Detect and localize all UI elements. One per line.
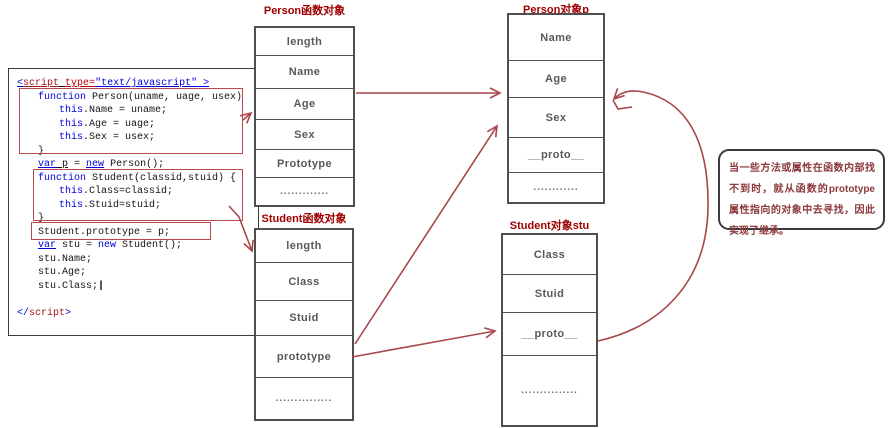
code-line: Student.prototype = p; xyxy=(17,226,256,240)
code-token: } xyxy=(38,213,45,224)
code-line: this.Name = uname; xyxy=(17,104,256,118)
code-line: function Person(uname, uage, usex) xyxy=(17,91,256,105)
arrow-stu-proto-to-person-p-curve xyxy=(597,88,709,342)
code-line: </script> xyxy=(17,307,256,321)
cell-length: length xyxy=(286,240,322,252)
box-title-student-object-stu: Student对象stu xyxy=(509,220,590,232)
code-token: stu.Name; xyxy=(38,253,93,265)
code-token: type= xyxy=(65,78,96,89)
cell-proto: __proto__ xyxy=(509,137,603,172)
cell-ellipsis: ............. xyxy=(256,177,353,205)
cell-class: Class xyxy=(533,248,566,261)
code-token: </ xyxy=(17,307,30,319)
code-line: var stu = new Student(); xyxy=(17,239,256,253)
code-line: stu.Class;| xyxy=(17,280,256,294)
code-line: this.Age = uage; xyxy=(17,118,256,132)
cell-age: Age xyxy=(256,88,353,119)
code-token: p xyxy=(56,159,69,170)
code-token: > xyxy=(65,307,72,319)
code-token: Student(); xyxy=(116,240,183,251)
code-token: function xyxy=(38,91,87,103)
code-line: stu.Age; xyxy=(17,266,256,280)
code-token: this xyxy=(59,105,84,116)
code-token: new xyxy=(86,159,105,170)
code-line: function Student(classid,stuid) { xyxy=(17,172,256,186)
code-token: this xyxy=(59,118,84,130)
code-token: var xyxy=(38,159,57,170)
code-token: "text/javascript" xyxy=(95,78,198,89)
code-line: this.Class=classid; xyxy=(17,185,256,199)
code-line: var p = new Person(); xyxy=(17,158,256,172)
code-line xyxy=(17,293,256,307)
code-line: this.Sex = usex; xyxy=(17,131,256,145)
code-token: = xyxy=(68,159,87,170)
code-token: Person(); xyxy=(104,159,165,170)
code-token: script xyxy=(29,307,66,319)
arrow-student-prototype-to-stu-proto xyxy=(351,327,497,358)
code-token: Student.prototype = p; xyxy=(38,226,171,238)
code-token: .Stuid=stuid; xyxy=(83,199,162,211)
cell-name: Name xyxy=(256,55,353,88)
javascript-code-block: <script type="text/javascript" >function… xyxy=(8,68,259,336)
code-token: < xyxy=(17,78,24,89)
arrow-stu-proto-curve-tail xyxy=(612,99,633,110)
cell-sex: Sex xyxy=(256,119,353,149)
cell-age: Age xyxy=(509,60,603,97)
code-token: Student(classid,stuid) { xyxy=(86,172,237,184)
cell-stuid: Stuid xyxy=(503,274,596,312)
code-token: function xyxy=(38,172,87,184)
cell-prototype: Prototype xyxy=(256,149,353,177)
code-token: this xyxy=(59,186,84,197)
cell-class: Class xyxy=(256,262,352,300)
cell-ellipsis: ............ xyxy=(509,172,603,202)
code-token: Person(uname, uage, usex) xyxy=(86,91,243,103)
code-token: stu = xyxy=(56,240,99,251)
code-token: } xyxy=(38,145,45,157)
code-token: script xyxy=(23,78,60,89)
code-token: this xyxy=(59,199,84,211)
code-token: .Name = uname; xyxy=(83,105,168,116)
code-token: stu.Age; xyxy=(38,267,87,278)
cell-sex: Sex xyxy=(509,97,603,137)
code-line: } xyxy=(17,212,256,226)
code-token: .Age = uage; xyxy=(83,118,156,130)
code-token: this xyxy=(59,132,84,143)
code-token: var xyxy=(38,240,57,251)
cell-ellipsis: ............... xyxy=(256,377,352,419)
cell-length: length xyxy=(286,35,323,48)
code-token: | xyxy=(98,280,105,292)
cell-stuid: Stuid xyxy=(256,300,352,335)
cell-name: Name xyxy=(540,31,572,44)
arrow-student-prototype-to-person-p xyxy=(354,124,498,345)
explanation-text: 当一些方法或属性在函数内部找不到时，就从函数的prototype属性指向的对象中… xyxy=(729,163,875,237)
cell-proto: __proto__ xyxy=(503,312,596,355)
cell-prototype: prototype xyxy=(256,335,352,377)
code-line: this.Stuid=stuid; xyxy=(17,199,256,213)
code-token: stu.Class; xyxy=(38,280,99,292)
code-token: new xyxy=(98,240,117,251)
code-lines: <script type="text/javascript" >function… xyxy=(17,77,256,320)
code-line: } xyxy=(17,145,256,159)
explanation-callout: 当一些方法或属性在函数内部找不到时，就从函数的prototype属性指向的对象中… xyxy=(718,149,885,237)
code-token: .Class=classid; xyxy=(83,186,174,197)
code-token: > xyxy=(197,78,210,89)
code-token: .Sex = usex; xyxy=(83,132,156,143)
code-line: <script type="text/javascript" > xyxy=(17,77,256,91)
cell-ellipsis: ............... xyxy=(503,355,596,425)
box-title-person-function-object: Person函数对象 xyxy=(263,5,346,17)
box-title-student-function-object: Student函数对象 xyxy=(261,213,347,225)
code-line: stu.Name; xyxy=(17,253,256,267)
